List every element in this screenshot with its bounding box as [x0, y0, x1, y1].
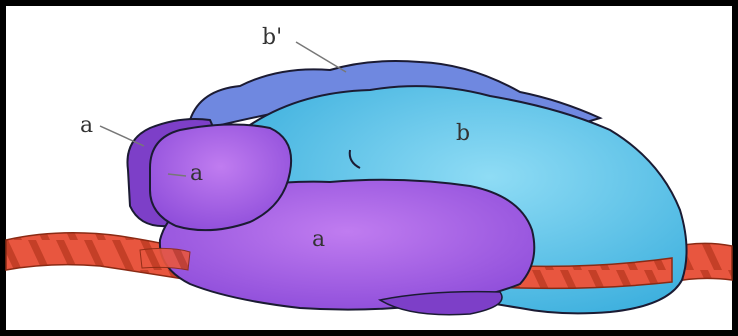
label-b-prime: b'	[262, 25, 282, 50]
label-a-lower: a	[312, 227, 325, 252]
label-b: b	[456, 121, 470, 146]
rope-left-overlap	[140, 248, 190, 270]
label-a-inner: a	[190, 161, 203, 186]
label-a-outer: a	[80, 113, 93, 138]
